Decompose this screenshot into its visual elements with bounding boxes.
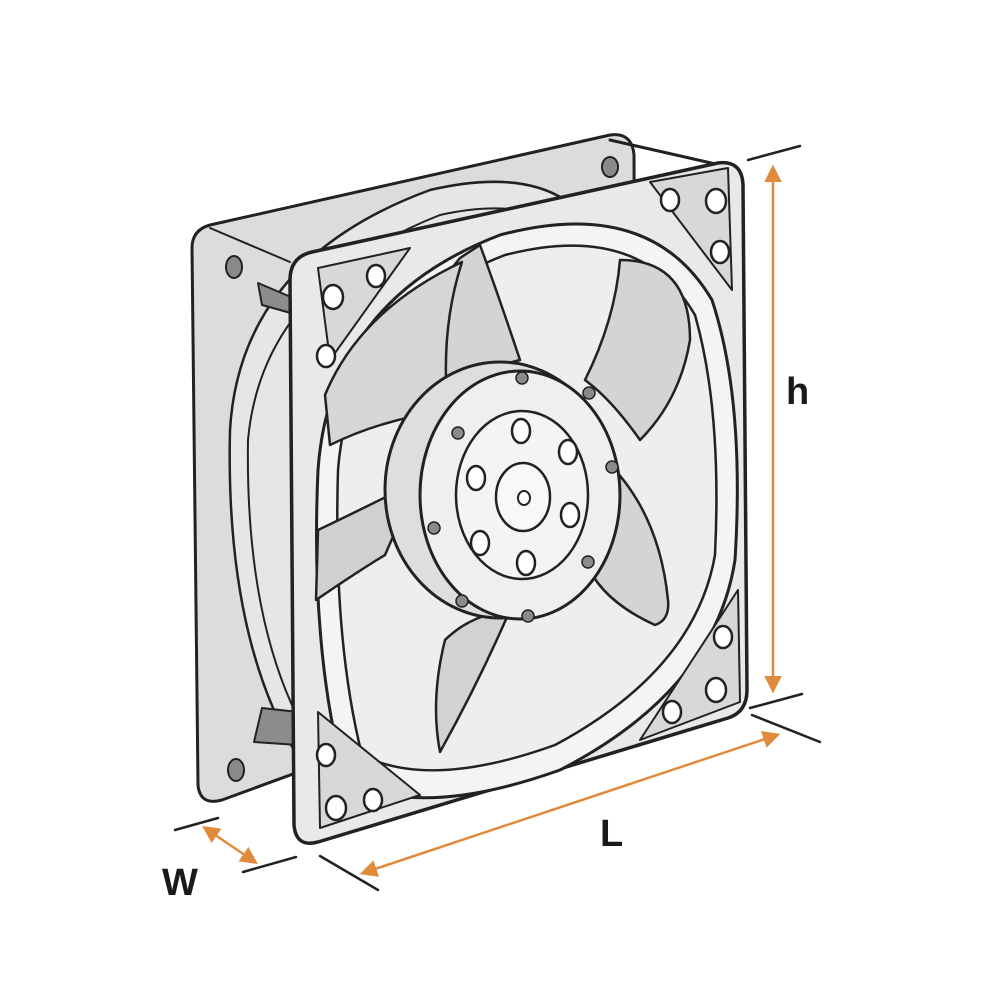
double-headed-arrow bbox=[202, 826, 258, 864]
mount-hole bbox=[661, 699, 683, 725]
hub-rivet bbox=[455, 594, 469, 608]
mount-hole bbox=[321, 283, 345, 311]
fan-blades bbox=[314, 243, 692, 754]
mount-hole bbox=[315, 742, 337, 768]
hub-holes bbox=[465, 417, 581, 577]
back-mount-hole bbox=[601, 156, 619, 178]
mount-hole bbox=[315, 343, 337, 369]
hub-hole bbox=[515, 549, 537, 577]
fan-blade-upper-right bbox=[583, 258, 692, 442]
mount-holes bbox=[315, 187, 734, 822]
dimension-height: h bbox=[746, 144, 809, 710]
hub-hole bbox=[510, 417, 532, 445]
dimension-width: W bbox=[162, 816, 298, 904]
mount-hole bbox=[704, 187, 728, 215]
back-mount-hole bbox=[227, 758, 245, 782]
mount-hole bbox=[362, 787, 384, 813]
extension-line bbox=[173, 816, 220, 832]
side-edge bbox=[608, 138, 722, 167]
hub-hole bbox=[469, 529, 491, 557]
mount-hole bbox=[659, 187, 681, 213]
length-label: L bbox=[600, 813, 623, 855]
extension-line bbox=[746, 144, 802, 162]
hub-hole bbox=[465, 464, 487, 492]
mount-hole bbox=[704, 676, 728, 704]
mount-hole bbox=[712, 624, 734, 650]
extension-line bbox=[748, 692, 804, 710]
side-edge bbox=[209, 227, 291, 263]
width-label: W bbox=[162, 862, 198, 904]
hub-rivet bbox=[605, 460, 619, 474]
hub-axle bbox=[517, 490, 531, 506]
extension-line bbox=[750, 713, 822, 744]
extension-line bbox=[241, 855, 298, 874]
dimension-length: L bbox=[318, 713, 822, 892]
hub-hole bbox=[557, 438, 579, 466]
hub-rivet bbox=[427, 521, 441, 535]
hub-rivet bbox=[581, 555, 595, 569]
mount-hole bbox=[365, 263, 387, 289]
height-label: h bbox=[786, 371, 809, 413]
mount-hole bbox=[324, 794, 348, 822]
hub-rivet bbox=[451, 426, 465, 440]
extension-line bbox=[318, 854, 380, 892]
double-headed-arrow bbox=[359, 731, 781, 877]
hub-rivet bbox=[515, 371, 529, 385]
mount-hole bbox=[709, 239, 731, 265]
side-strut bbox=[253, 707, 299, 746]
back-mount-hole bbox=[225, 255, 243, 279]
corner-brace-top-left bbox=[317, 247, 411, 361]
hub-rivet bbox=[582, 386, 596, 400]
hub-rivets bbox=[427, 371, 619, 623]
fan-blade-lower bbox=[434, 608, 512, 754]
hub-rivet bbox=[521, 609, 535, 623]
hub-hole bbox=[559, 501, 581, 529]
fan-hub bbox=[383, 360, 622, 623]
